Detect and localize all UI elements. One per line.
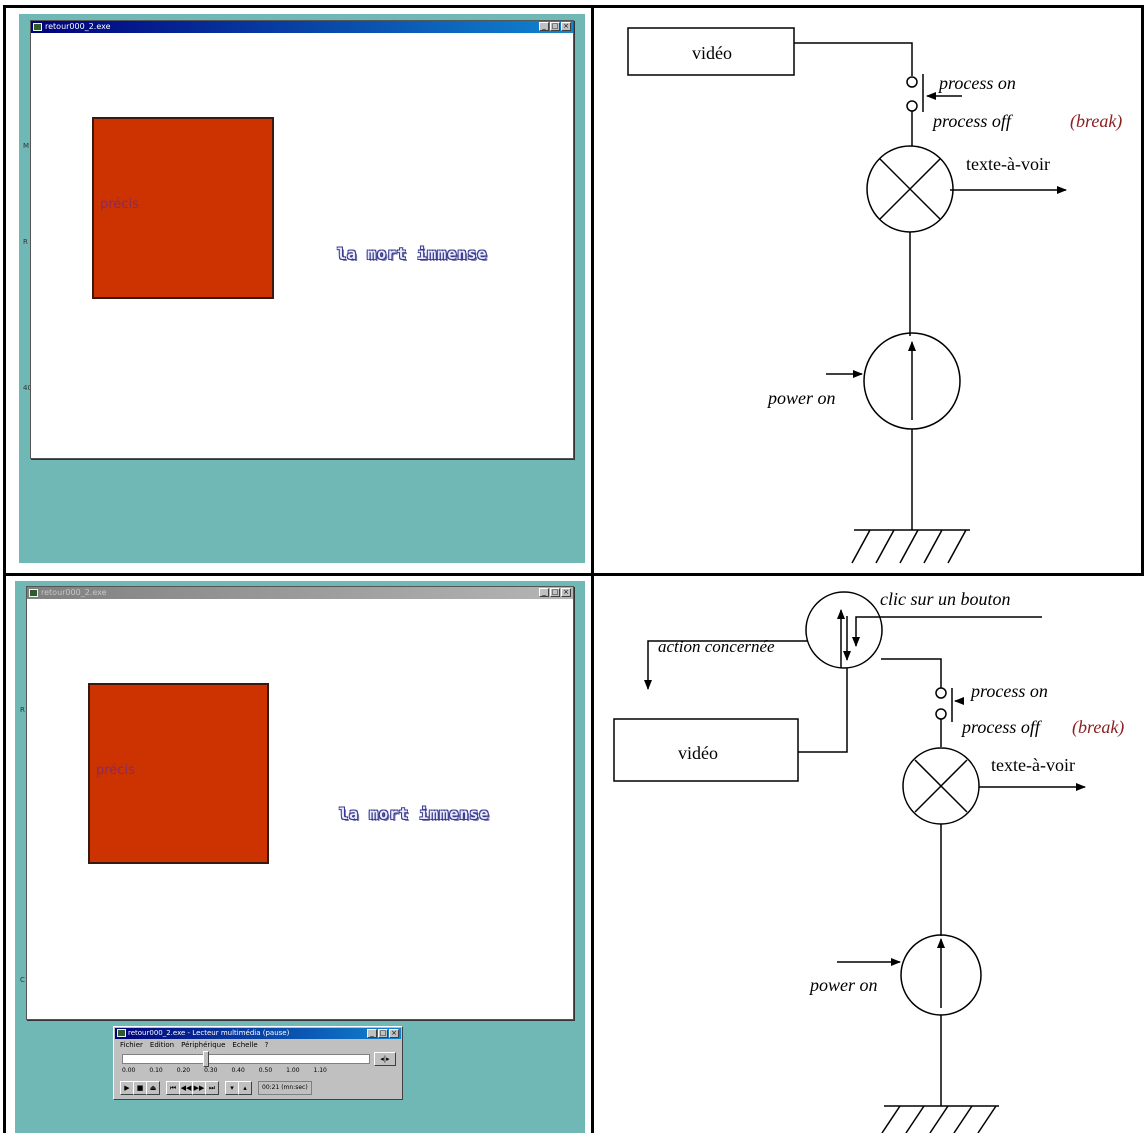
menu-help[interactable]: ? xyxy=(264,1041,269,1049)
maximize-icon[interactable]: □ xyxy=(378,1029,388,1038)
table-border-right xyxy=(1141,5,1144,576)
menu-fichier[interactable]: Fichier xyxy=(120,1041,143,1049)
ruler-tick: C xyxy=(20,976,25,984)
square-label: précis xyxy=(96,763,135,778)
red-square[interactable]: précis xyxy=(88,683,269,864)
eject-button[interactable]: ⏏ xyxy=(146,1081,160,1095)
animated-text: la mort immense xyxy=(337,245,488,263)
video-label: vidéo xyxy=(678,743,718,763)
scale-tick: 0.20 xyxy=(176,1067,191,1074)
media-player-window: retour000_2.exe - Lecteur multimédia (pa… xyxy=(113,1026,403,1100)
ground-symbol xyxy=(851,529,970,564)
circuit-diagram-2: clic sur un bouton action concernée vidé… xyxy=(613,589,1124,1133)
menu-echelle[interactable]: Echelle xyxy=(232,1041,258,1049)
button-symbol xyxy=(805,591,883,669)
window-titlebar[interactable]: retour000_2.exe _ □ × xyxy=(31,21,573,33)
process-off-label: process off xyxy=(960,717,1043,737)
player-app-icon xyxy=(117,1029,126,1037)
break-label: (break) xyxy=(1070,111,1122,132)
app-window: retour000_2.exe _ □ × précis la mort imm… xyxy=(26,586,574,1020)
ruler-tick: M xyxy=(23,142,30,150)
end-selection-button[interactable]: ▴ xyxy=(238,1081,252,1095)
seek-scale: 0.00 0.10 0.20 0.30 0.40 0.50 1.00 1.10 xyxy=(122,1067,327,1074)
player-window-controls: _ □ × xyxy=(367,1029,399,1038)
power-on-label: power on xyxy=(766,388,836,408)
scale-tick: 0.10 xyxy=(149,1067,163,1074)
action-arrow xyxy=(644,640,808,690)
texte-label: texte-à-voir xyxy=(966,154,1050,174)
video-box xyxy=(627,27,795,76)
start-selection-button[interactable]: ▾ xyxy=(225,1081,239,1095)
process-on-label: process on xyxy=(969,681,1048,701)
window-title: retour000_2.exe xyxy=(45,22,111,31)
app-icon xyxy=(29,589,38,597)
player-title: retour000_2.exe - Lecteur multimédia (pa… xyxy=(128,1029,290,1037)
window-controls: _ □ × xyxy=(539,588,571,597)
scale-tick: 0.00 xyxy=(122,1067,136,1074)
ground-symbol xyxy=(881,1105,999,1133)
menu-edition[interactable]: Edition xyxy=(149,1041,175,1049)
scale-tick: 0.40 xyxy=(231,1067,245,1074)
volume-button[interactable]: ◂|▸ xyxy=(374,1052,396,1066)
minimize-icon[interactable]: _ xyxy=(367,1029,377,1038)
close-icon[interactable]: × xyxy=(389,1029,399,1038)
seek-thumb[interactable] xyxy=(203,1051,210,1067)
screenshot-cell-2: R C retour000_2.exe _ □ × précis la mort… xyxy=(6,576,591,1133)
rewind-button[interactable]: ◀◀ xyxy=(179,1081,193,1095)
ruler-tick: R xyxy=(23,238,28,246)
scale-tick: 0.30 xyxy=(204,1067,218,1074)
switch-contact-bottom xyxy=(935,708,947,720)
clic-arrow xyxy=(852,616,1042,647)
table-border-left xyxy=(3,5,6,1133)
previous-mark-button[interactable]: ⏮ xyxy=(166,1081,180,1095)
table-border-top xyxy=(3,5,1144,8)
video-box xyxy=(613,718,799,782)
table-border-center xyxy=(591,5,594,1133)
switch-contact-top xyxy=(935,687,947,699)
forward-button[interactable]: ▶▶ xyxy=(192,1081,206,1095)
scale-tick: 0.50 xyxy=(258,1067,273,1074)
power-on-label: power on xyxy=(808,975,878,995)
screenshot-cell-1: M R 40 retour000_2.exe _ □ × précis la m… xyxy=(6,8,591,573)
minimize-icon[interactable]: _ xyxy=(539,588,549,597)
window-title: retour000_2.exe xyxy=(41,588,107,597)
player-titlebar[interactable]: retour000_2.exe - Lecteur multimédia (pa… xyxy=(115,1028,401,1039)
window-titlebar[interactable]: retour000_2.exe _ □ × xyxy=(27,587,573,599)
action-label: action concernée xyxy=(658,637,775,656)
stop-button[interactable]: ■ xyxy=(133,1081,147,1095)
animated-text: la mort immense xyxy=(339,805,490,823)
maximize-icon[interactable]: □ xyxy=(550,22,560,31)
clic-label: clic sur un bouton xyxy=(880,589,1011,609)
play-button[interactable]: ▶ xyxy=(120,1081,134,1095)
diagram-cell-2: clic sur un bouton action concernée vidé… xyxy=(594,576,1144,1133)
maximize-icon[interactable]: □ xyxy=(550,588,560,597)
red-square[interactable]: précis xyxy=(92,117,274,299)
minimize-icon[interactable]: _ xyxy=(539,22,549,31)
window-controls: _ □ × xyxy=(539,22,571,31)
app-window: retour000_2.exe _ □ × précis la mort imm… xyxy=(30,20,574,459)
close-icon[interactable]: × xyxy=(561,22,571,31)
ruler-tick: 40 xyxy=(23,384,32,392)
switch-contact-bottom xyxy=(906,100,918,112)
seek-track[interactable] xyxy=(122,1054,370,1064)
close-icon[interactable]: × xyxy=(561,588,571,597)
ruler-tick: R xyxy=(20,706,25,714)
process-off-label: process off xyxy=(931,111,1014,131)
video-label: vidéo xyxy=(692,43,732,63)
player-menubar: Fichier Edition Périphérique Echelle ? xyxy=(120,1041,268,1049)
scale-tick: 1.10 xyxy=(313,1067,327,1074)
break-label: (break) xyxy=(1072,717,1124,738)
switch-contact-top xyxy=(906,76,918,88)
table-border-middle xyxy=(3,573,1144,576)
next-mark-button[interactable]: ⏭ xyxy=(205,1081,219,1095)
square-label: précis xyxy=(100,197,139,212)
process-on-label: process on xyxy=(937,73,1016,93)
diagram-cell-1: vidéo process on process off (break) tex… xyxy=(594,8,1141,573)
app-icon xyxy=(33,23,42,31)
scale-tick: 1.00 xyxy=(286,1067,300,1074)
time-display: 00:21 (mn:sec) xyxy=(258,1081,312,1095)
menu-peripherique[interactable]: Périphérique xyxy=(181,1041,226,1049)
texte-label: texte-à-voir xyxy=(991,755,1075,775)
circuit-diagram-1: vidéo process on process off (break) tex… xyxy=(627,27,1122,564)
